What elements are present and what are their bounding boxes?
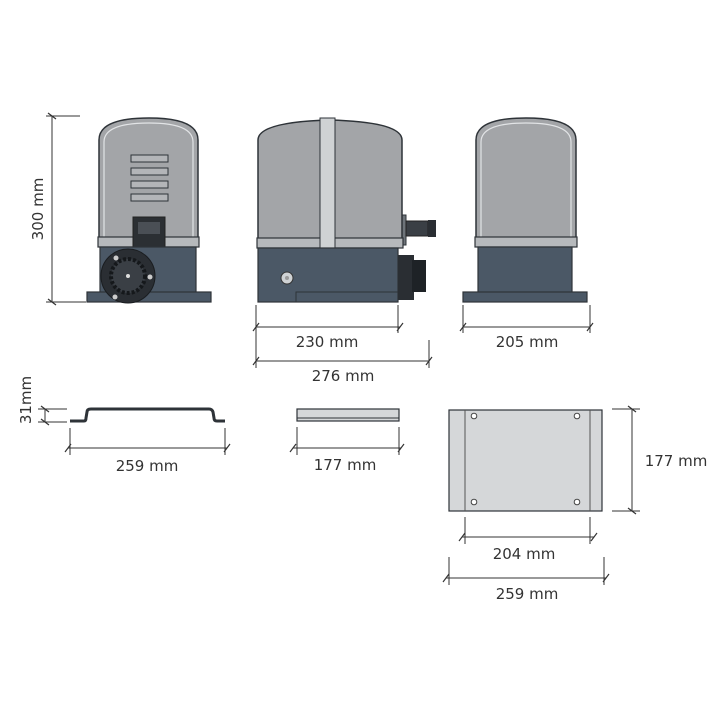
plate-top [448, 409, 603, 512]
back-width-label: 205 mm [496, 333, 559, 351]
vent-slots [130, 154, 169, 202]
bracket-height-label: 31mm [17, 376, 35, 424]
dimension-lines [38, 112, 640, 585]
height-label: 300 mm [29, 178, 47, 241]
cover-strip [319, 117, 336, 249]
back-view [462, 117, 588, 303]
plate-depth-label: 177 mm [645, 452, 708, 470]
mounting-hole-icon [470, 412, 581, 506]
front-view [86, 117, 212, 304]
drive-gear-icon [100, 248, 156, 304]
side-body-width-label: 230 mm [296, 333, 359, 351]
plate-length-label: 259 mm [496, 585, 559, 603]
cable-gland [405, 220, 429, 237]
bracket-length-label: 259 mm [116, 457, 179, 475]
connector [398, 255, 414, 300]
plate-side [296, 408, 400, 422]
bracket-profile [70, 407, 225, 423]
side-view [256, 117, 436, 303]
side-total-width-label: 276 mm [312, 367, 375, 385]
plate-hole-spacing-label: 204 mm [493, 545, 556, 563]
plate-side-length-label: 177 mm [314, 456, 377, 474]
